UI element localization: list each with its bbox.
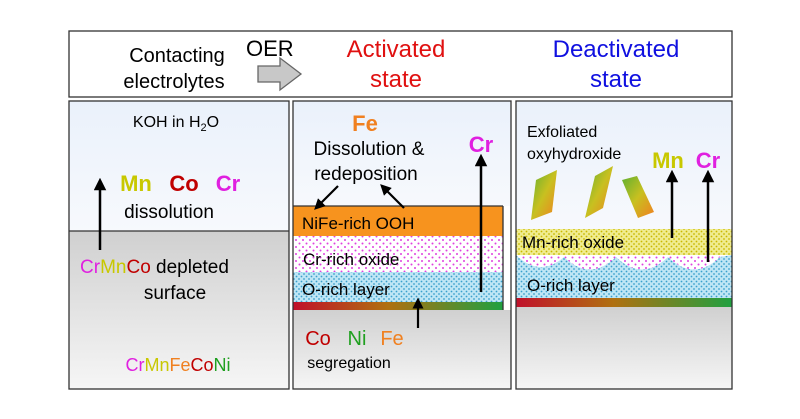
dissolution-label-2: redeposition — [314, 164, 418, 185]
scalloped-oxide — [516, 255, 732, 270]
contacting-label-2: electrolytes — [123, 71, 224, 93]
layer-o-rich-label: O-rich layer — [302, 280, 390, 299]
contacting-label-1: Contacting — [129, 45, 225, 67]
mn-label: Mn — [652, 148, 684, 173]
alloy-composition-label: CrMnFeCoNi — [125, 355, 230, 375]
layer-cr-oxide — [293, 236, 503, 272]
flake-2-icon — [585, 166, 613, 218]
panel-2-border — [292, 100, 512, 390]
seg-ni-label: Ni — [348, 328, 367, 350]
alloy-region — [69, 231, 289, 389]
header-box — [68, 30, 733, 98]
layer-o-rich-label: O-rich layer — [527, 276, 615, 295]
segregation-strip — [293, 302, 503, 310]
panel-3-border — [515, 100, 733, 390]
seg-fe-label: Fe — [380, 328, 403, 350]
oer-label: OER — [246, 36, 294, 61]
activated-label-2: state — [370, 66, 422, 93]
segregation-label: segregation — [307, 355, 391, 372]
alloy-region — [293, 310, 511, 389]
layer-mn-oxide-label: Mn-rich oxide — [522, 233, 624, 252]
cr-label: Cr — [696, 148, 721, 173]
mn-label: Mn — [120, 171, 152, 196]
electrolyte-region — [293, 101, 511, 206]
dissolution-label: dissolution — [124, 202, 214, 223]
deactivated-label-1: Deactivated — [553, 36, 680, 63]
electrolyte-region — [69, 101, 289, 231]
panel-activated: Fe Dissolution & redeposition Cr NiFe-ri… — [292, 100, 512, 390]
co-label: Co — [169, 171, 198, 196]
dissolution-arrow-icon — [380, 184, 405, 209]
oer-arrow-icon — [257, 56, 303, 92]
layer-o-rich — [516, 255, 732, 298]
panel-1-border — [68, 100, 290, 390]
depleted-label: CrMnCo depleted — [80, 257, 229, 278]
fe-label: Fe — [352, 111, 378, 136]
deactivated-label-2: state — [590, 66, 642, 93]
flake-3-icon — [622, 176, 654, 218]
alloy-region — [516, 307, 732, 389]
layer-cr-oxide-label: Cr-rich oxide — [303, 250, 399, 269]
cr-label: Cr — [216, 171, 241, 196]
surface-label: surface — [144, 283, 206, 304]
layer-ooh-label: NiFe-rich OOH — [302, 214, 414, 233]
electrolyte-label: KOH in H2O — [133, 114, 219, 134]
exfoliated-label-1: Exfoliated — [527, 124, 597, 141]
exfoliated-label-2: oxyhydroxide — [527, 146, 621, 163]
redeposition-arrow-icon — [314, 185, 339, 210]
dissolution-label-1: Dissolution & — [314, 139, 425, 160]
segregation-strip — [516, 298, 732, 307]
layer-mn-oxide — [516, 229, 732, 255]
cr-label: Cr — [469, 132, 494, 157]
flake-1-icon — [531, 170, 557, 220]
panel-contacting: KOH in H2O Mn Co Cr dissolution CrMnCo d… — [68, 100, 290, 390]
panel-deactivated: Exfoliated oxyhydroxide Mn Cr Mn-rich ox… — [515, 100, 733, 390]
seg-co-label: Co — [305, 328, 331, 350]
layer-niFe-ooh — [293, 206, 503, 236]
activated-label-1: Activated — [347, 36, 446, 63]
layer-o-rich — [293, 272, 503, 302]
